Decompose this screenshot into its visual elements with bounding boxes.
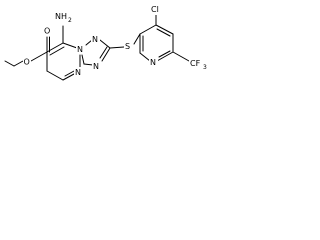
atom-labels: NH 2 O O N N N N S Cl N CF 3 bbox=[23, 4, 211, 77]
chlorine-label: Cl bbox=[151, 5, 159, 14]
triazole-nitrogen-bottom-label: N bbox=[93, 62, 99, 71]
bridgehead-nitrogen-label: N bbox=[77, 45, 83, 54]
chemical-structure: NH 2 O O N N N N S Cl N CF 3 bbox=[4, 4, 211, 81]
sulfur-label: S bbox=[125, 42, 130, 51]
nh2-subscript: 2 bbox=[68, 17, 72, 24]
trifluoromethyl-subscript: 3 bbox=[203, 64, 207, 71]
nh2-label: NH bbox=[55, 12, 67, 21]
carbonyl-oxygen-label: O bbox=[44, 27, 50, 36]
triazole-nitrogen-top-label: N bbox=[92, 35, 98, 44]
bond-lines bbox=[4, 14, 190, 81]
pyrimidine-nitrogen-label: N bbox=[75, 68, 81, 77]
pyridine-nitrogen-label: N bbox=[150, 58, 156, 67]
ester-oxygen-label: O bbox=[24, 58, 30, 67]
trifluoromethyl-label: CF bbox=[190, 59, 201, 68]
